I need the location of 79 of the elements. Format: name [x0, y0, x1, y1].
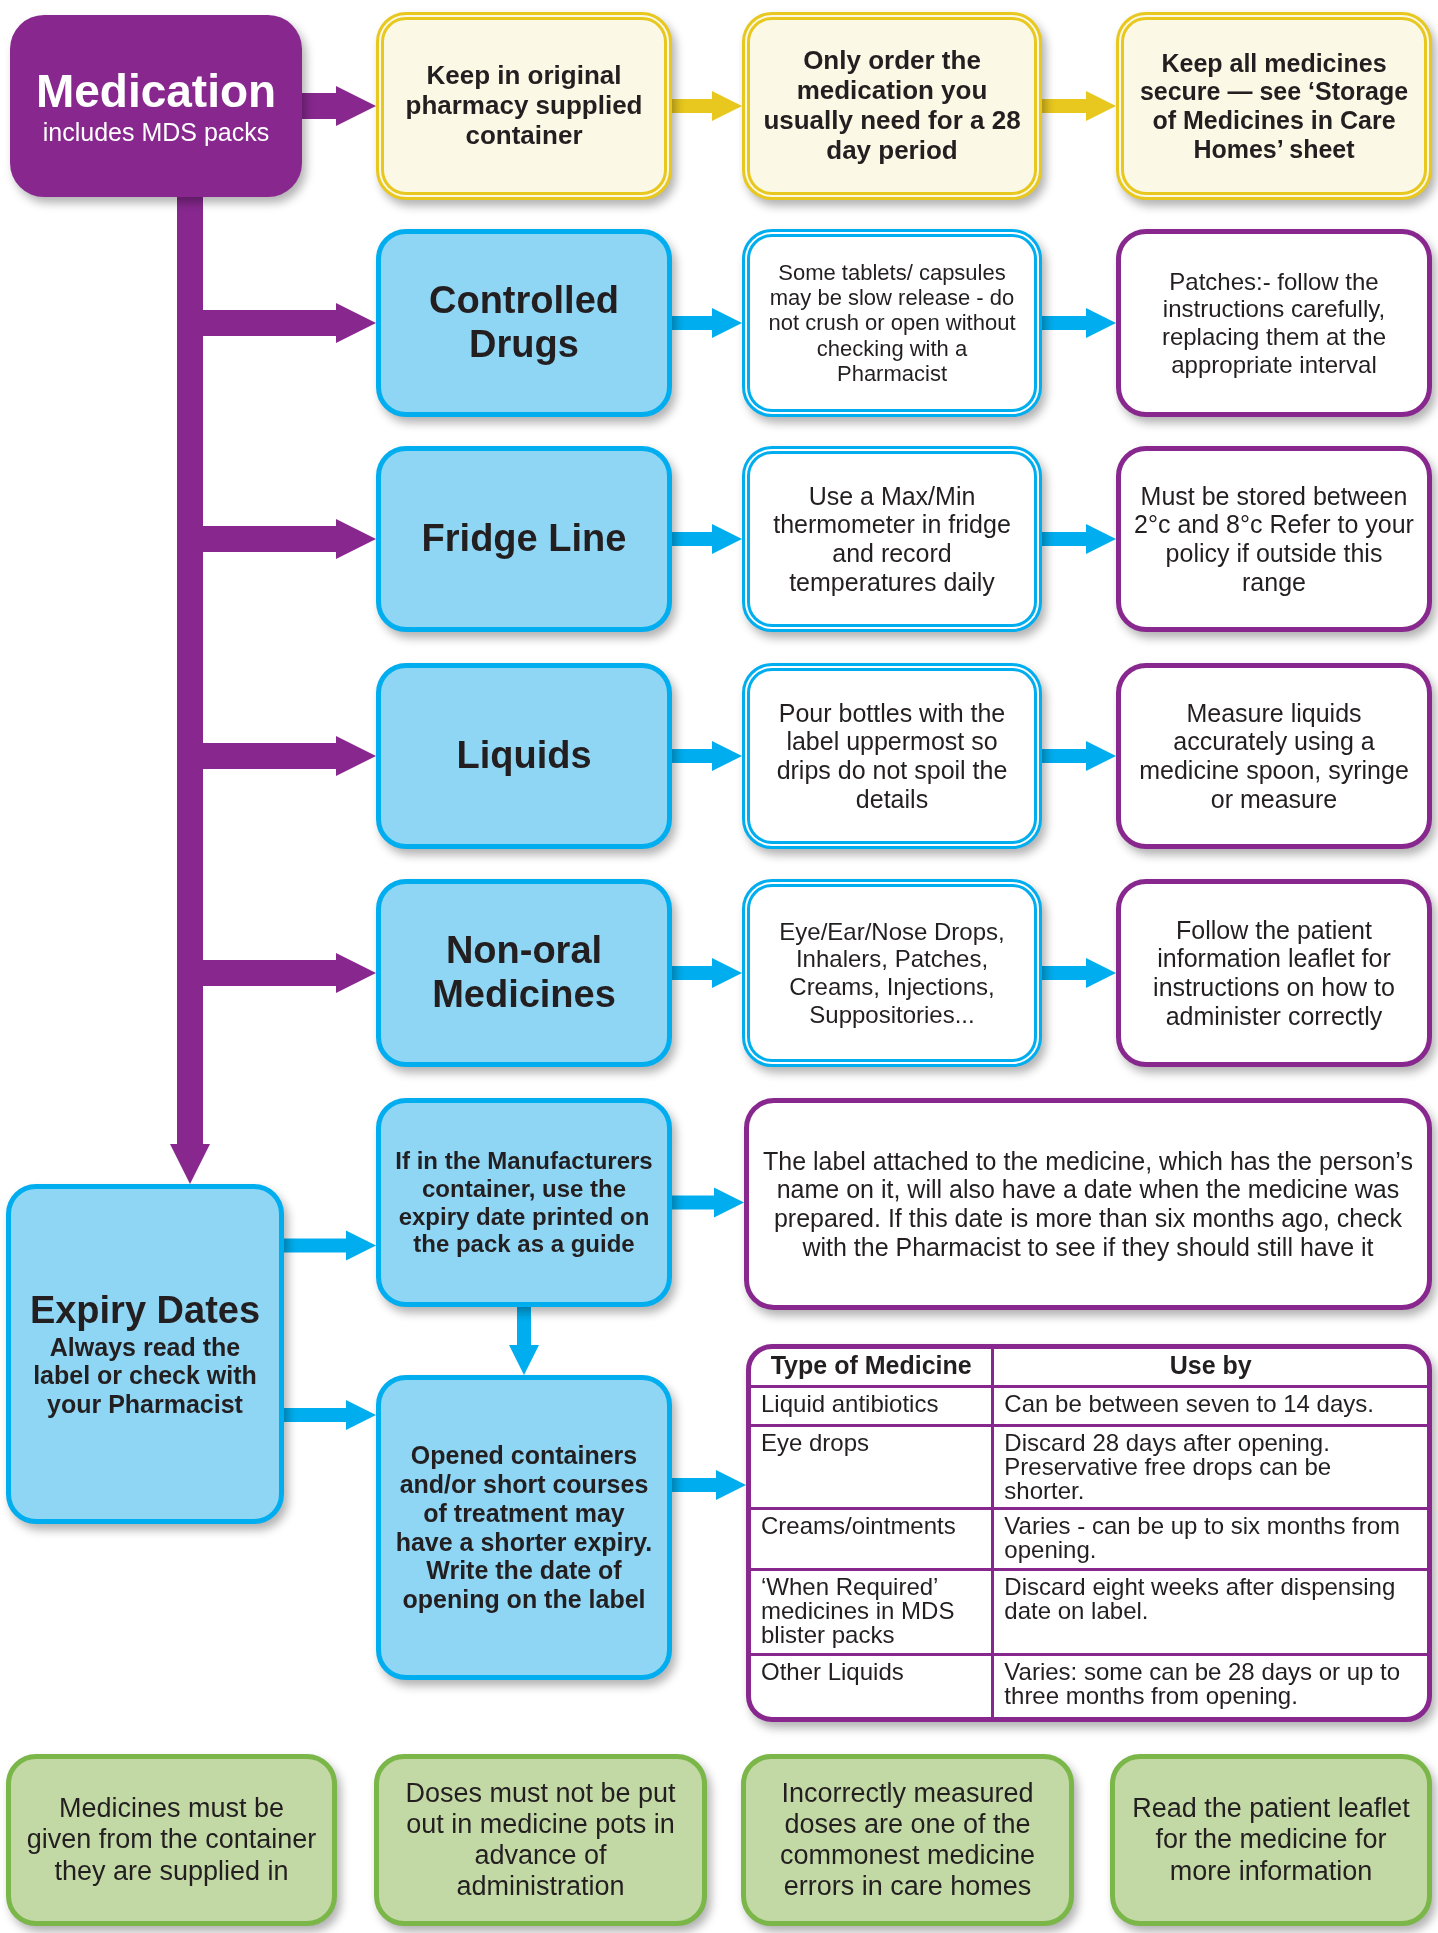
box-text: Medicines must be given from the container they are supplied in [25, 1793, 318, 1887]
table-cell: Discard eight weeks after dispensing date on label. [994, 1570, 1427, 1657]
table-cell: Can be between seven to 14 days. [994, 1388, 1427, 1428]
column-header: Type of Medicine [751, 1349, 995, 1389]
box-text: Read the patient leaflet for the medicine for more information [1131, 1793, 1411, 1887]
box-text: Some tablets/ capsules may be slow release - do not crush or open without checking with a Pharmacist [767, 259, 1017, 387]
table-cell: Liquid antibiotics [751, 1388, 995, 1428]
table-cell: ‘When Required’ medicines in MDS blister packs [751, 1570, 995, 1657]
table-cell: Eye drops [751, 1427, 995, 1511]
box-text: Measure liquids accurately using a medicine spoon, syringe or measure [1138, 698, 1410, 814]
box-text: Patches:- follow the instructions carefully, replacing them at the appropriate interval [1160, 267, 1388, 379]
table-cell: Varies - can be up to six months from opening. [994, 1510, 1427, 1571]
box-text: The label attached to the medicine, which has the person’s name on it, will also have a date when the medicine was prepared. If this date is more than six months ago, check with the Pharmacist to see if they should still have it [762, 1146, 1414, 1262]
category-box [6, 1184, 284, 1524]
instruction-box [1116, 879, 1432, 1067]
arrow [509, 1307, 539, 1375]
category-box [376, 446, 672, 632]
instruction-box [742, 12, 1042, 200]
instruction-box [376, 12, 672, 200]
note-box [742, 446, 1042, 632]
branch-arrow [302, 86, 376, 126]
note-box [742, 663, 1042, 849]
box-title: Liquids [456, 734, 592, 778]
table-cell-text: Varies: some can be 28 days or up to three months from opening. [1003, 1657, 1402, 1712]
category-box [10, 15, 302, 197]
category-box [376, 663, 672, 849]
expiry-table [746, 1344, 1432, 1722]
table-cell: Creams/ointments [751, 1510, 995, 1571]
box-subtitle: includes MDS packs [42, 118, 270, 147]
note-box [742, 879, 1042, 1067]
arrow [672, 958, 742, 988]
instruction-box [1116, 229, 1432, 417]
box-title: Fridge Line [421, 517, 627, 561]
arrow [1042, 524, 1116, 554]
arrow [284, 1400, 376, 1430]
box-text: Keep all medicines secure — see ‘Storage of Medicines in Care Homes’ sheet [1138, 48, 1410, 164]
instruction-box [376, 1375, 672, 1680]
arrow [672, 1187, 744, 1218]
instruction-box [1116, 446, 1432, 632]
instruction-box [1116, 12, 1432, 200]
box-text: Incorrectly measured doses are one of the commonest medicine errors in care homes [778, 1777, 1037, 1903]
reminder-box [741, 1754, 1074, 1926]
table-cell: Discard 28 days after opening. Preservative free drops can be shorter. [994, 1427, 1427, 1511]
box-subtitle: Always read the label or check with your Pharmacist [32, 1332, 258, 1419]
box-title: Non-oral Medicines [431, 929, 617, 1017]
arrow [672, 308, 742, 338]
arrow [1042, 91, 1116, 121]
box-text: Opened containers and/or short courses of treatment may have a shorter expiry. Write the date of opening on the label [394, 1441, 654, 1614]
box-text: Must be stored between 2°c and 8°c Refer to your policy if outside this range [1133, 481, 1415, 597]
box-title: Expiry Dates [29, 1289, 261, 1333]
box-text: Use a Max/Min thermometer in fridge and record temperatures daily [772, 481, 1012, 597]
note-box [742, 229, 1042, 417]
column-header: Use by [994, 1349, 1427, 1389]
box-text: Pour bottles with the label uppermost so drips do not spoil the details [775, 698, 1009, 814]
reminder-box [1110, 1754, 1432, 1926]
box-text: Eye/Ear/Nose Drops, Inhalers, Patches, Creams, Injections, Suppositories... [778, 917, 1006, 1029]
box-text: Doses must not be put out in medicine pots in advance of administration [404, 1777, 677, 1903]
arrow [672, 524, 742, 554]
box-text: Follow the patient information leaflet for instructions on how to administer correctly [1152, 915, 1396, 1031]
note-box [744, 1098, 1432, 1310]
arrow [1042, 308, 1116, 338]
arrow [1042, 958, 1116, 988]
arrow [672, 91, 742, 121]
table-cell: Other Liquids [751, 1656, 995, 1717]
box-text: Keep in original pharmacy supplied container [404, 61, 644, 151]
box-text: Only order the medication you usually need for a 28 day period [762, 46, 1022, 166]
box-text: If in the Manufacturers container, use the expiry date printed on the pack as a guide [394, 1147, 654, 1258]
category-box [376, 229, 672, 417]
category-box [376, 879, 672, 1067]
arrow [672, 741, 742, 771]
box-title: Medication [35, 65, 277, 119]
instruction-box [1116, 663, 1432, 849]
instruction-box [376, 1098, 672, 1307]
box-title: Controlled Drugs [428, 279, 620, 367]
reminder-box [6, 1754, 337, 1926]
arrow [672, 1470, 746, 1500]
arrow [284, 1230, 376, 1261]
arrow [1042, 741, 1116, 771]
reminder-box [374, 1754, 707, 1926]
